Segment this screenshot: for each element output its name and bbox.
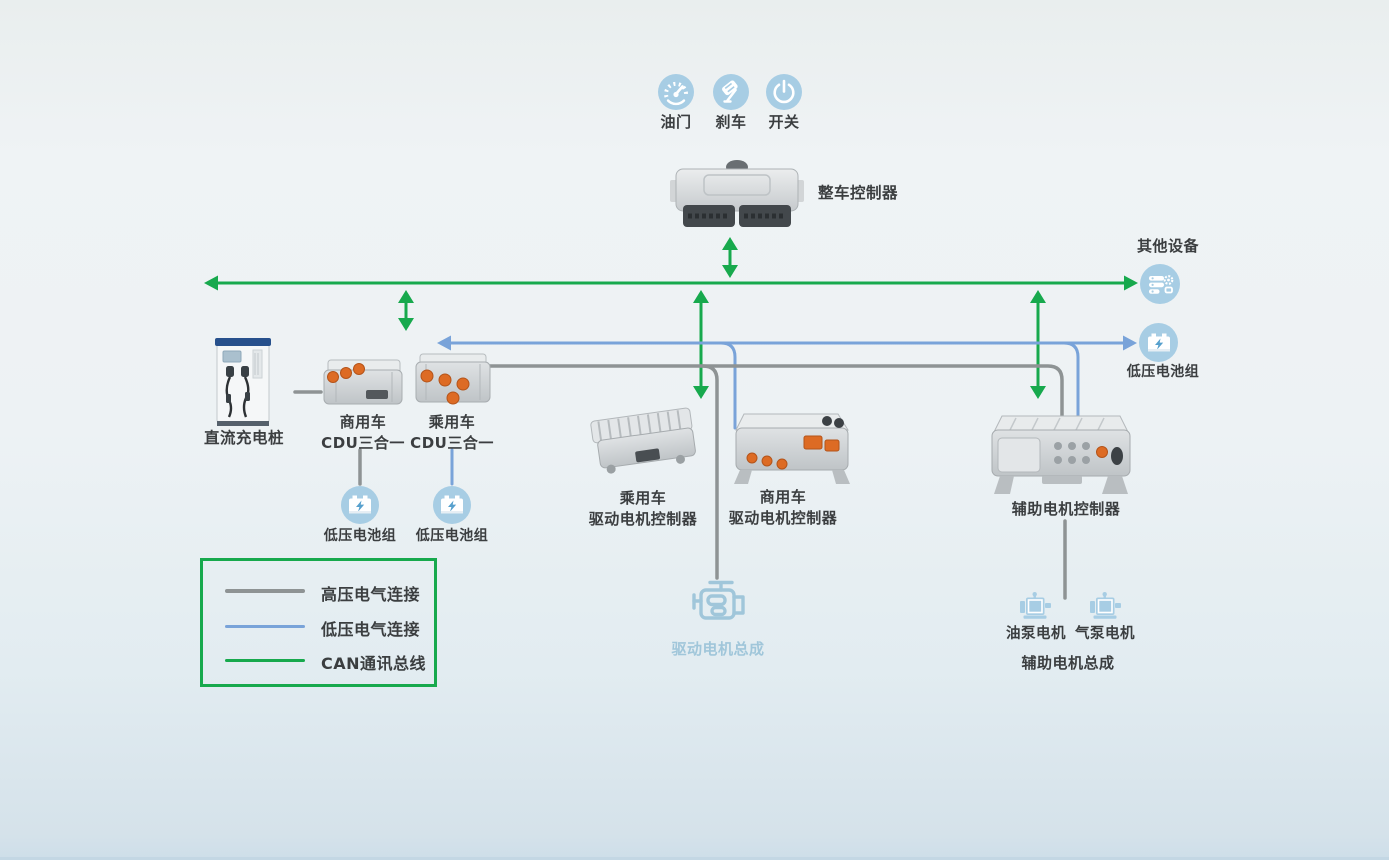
legend-can-label: CAN通讯总线 bbox=[321, 654, 427, 673]
mcu-auxiliary-image bbox=[991, 415, 1131, 494]
brake-label: 刹车 bbox=[715, 113, 747, 131]
drive-motor-assembly-label: 驱动电机总成 bbox=[671, 640, 765, 658]
cdu-commercial-line1: 商用车 bbox=[339, 413, 387, 431]
lv-branch-aux-mcu bbox=[1062, 341, 1080, 440]
lv-battery-right-label: 低压电池组 bbox=[1126, 364, 1200, 380]
mcu-commercial-image bbox=[734, 413, 850, 484]
hv-main-line bbox=[482, 364, 1064, 422]
lv-battery-commercial-label: 低压电池组 bbox=[323, 528, 397, 544]
can-arrow-left-icon bbox=[204, 275, 218, 291]
lv-battery-commercial-node bbox=[341, 486, 379, 524]
legend: 高压电气连接 低压电气连接 CAN通讯总线 bbox=[200, 558, 437, 687]
lv-battery-passenger-label: 低压电池组 bbox=[415, 528, 489, 544]
dc-charging-pile-image bbox=[215, 338, 271, 426]
legend-lv-label: 低压电气连接 bbox=[321, 620, 421, 639]
mcu-commercial-line1: 商用车 bbox=[759, 488, 807, 506]
battery-icon bbox=[1147, 333, 1170, 351]
bottom-strip bbox=[0, 857, 1389, 860]
can-arrow-up-icon bbox=[398, 290, 414, 303]
mcu-commercial-label: 商用车 驱动电机控制器 bbox=[729, 487, 838, 529]
battery-icon bbox=[349, 495, 371, 514]
lv-battery-right-node bbox=[1139, 323, 1178, 362]
auxiliary-motor-assembly-label: 辅助电机总成 bbox=[1021, 654, 1115, 672]
mcu-passenger-line2: 驱动电机控制器 bbox=[588, 510, 698, 528]
legend-can-line bbox=[225, 659, 305, 662]
mcu-passenger-line1: 乘用车 bbox=[619, 489, 667, 507]
air-pump-motor-icon bbox=[1090, 592, 1121, 619]
legend-hv-label: 高压电气连接 bbox=[321, 585, 421, 604]
hv-branch-drive-assembly bbox=[701, 364, 719, 580]
other-devices-node bbox=[1140, 264, 1180, 304]
can-arrow-up-icon bbox=[693, 290, 709, 303]
low-voltage-net bbox=[437, 335, 1137, 486]
mcu-passenger-label: 乘用车 驱动电机控制器 bbox=[589, 488, 698, 530]
switch-node bbox=[766, 74, 802, 110]
cdu-passenger-label: 乘用车 CDU三合一 bbox=[410, 412, 494, 454]
can-arrow-down-icon bbox=[398, 318, 414, 331]
legend-lv-line bbox=[225, 625, 305, 628]
engine-icon bbox=[692, 580, 745, 620]
lv-arrow-right-icon bbox=[1123, 335, 1137, 351]
legend-hv-line bbox=[225, 589, 305, 593]
gauge-icon bbox=[664, 81, 688, 106]
high-voltage-net bbox=[293, 364, 1067, 600]
can-arrow-up-icon bbox=[1030, 290, 1046, 303]
air-pump-label: 气泵电机 bbox=[1075, 626, 1135, 642]
can-arrow-down-icon bbox=[1030, 386, 1046, 399]
brake-pedal-icon bbox=[722, 80, 738, 103]
vcu-image bbox=[670, 160, 804, 227]
vcu-label: 整车控制器 bbox=[818, 184, 899, 202]
throttle-label: 油门 bbox=[660, 113, 692, 131]
lv-arrow-left-icon bbox=[437, 335, 451, 351]
power-icon bbox=[773, 79, 795, 104]
can-arrow-right-icon bbox=[1124, 275, 1138, 291]
lv-branch-commercial-mcu bbox=[719, 341, 737, 430]
cdu-passenger-image bbox=[415, 353, 491, 405]
oil-pump-label: 油泵电机 bbox=[1006, 626, 1066, 642]
mcu-commercial-line2: 驱动电机控制器 bbox=[728, 509, 838, 527]
oil-pump-motor-icon bbox=[1020, 592, 1051, 619]
cdu-passenger-line1: 乘用车 bbox=[428, 413, 476, 431]
can-arrow-up-icon bbox=[722, 237, 738, 250]
lv-battery-passenger-node bbox=[433, 486, 471, 524]
mcu-auxiliary-label: 辅助电机控制器 bbox=[1011, 500, 1121, 518]
dc-charging-pile-label: 直流充电桩 bbox=[203, 429, 285, 447]
mcu-passenger-image bbox=[590, 407, 696, 474]
switch-label: 开关 bbox=[768, 113, 800, 131]
battery-icon bbox=[441, 495, 463, 514]
cdu-commercial-line2: CDU三合一 bbox=[321, 434, 405, 452]
cdu-commercial-image bbox=[323, 359, 403, 405]
brake-node bbox=[713, 74, 749, 110]
can-arrow-down-icon bbox=[693, 386, 709, 399]
cdu-commercial-label: 商用车 CDU三合一 bbox=[321, 412, 405, 454]
other-devices-label: 其他设备 bbox=[1136, 237, 1200, 255]
throttle-node bbox=[658, 74, 694, 110]
can-arrow-down-icon bbox=[722, 265, 738, 278]
other-devices-icon bbox=[1149, 275, 1174, 294]
cdu-passenger-line2: CDU三合一 bbox=[410, 434, 494, 452]
